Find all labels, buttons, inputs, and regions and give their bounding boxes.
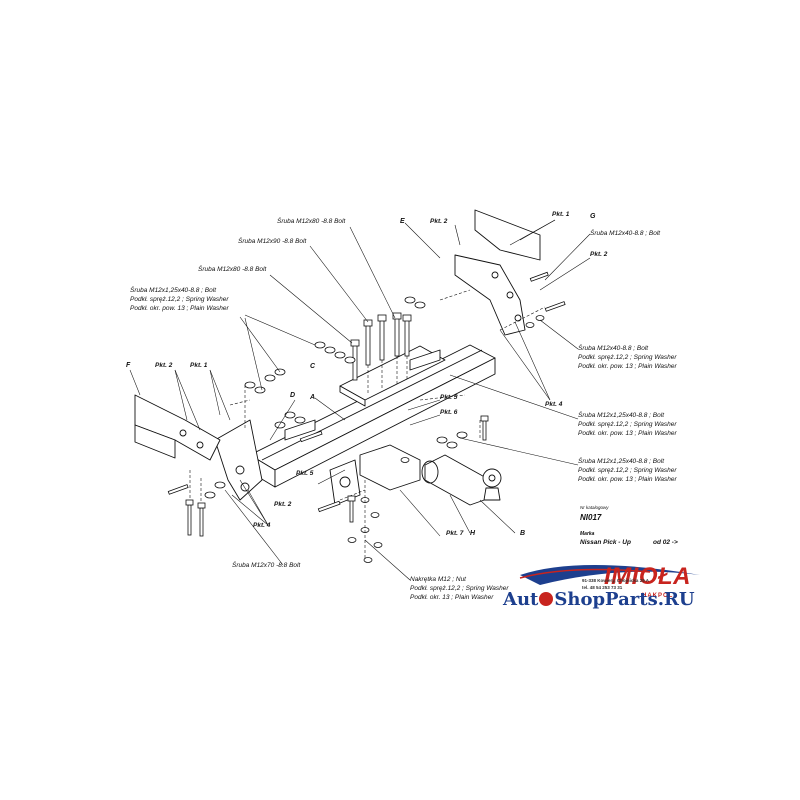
part-letter-g: G xyxy=(590,213,596,220)
label-right-group1-plain-washer: Podkł. okr. pow. 13 ; Plain Washer xyxy=(578,363,677,370)
part-letter-h: H xyxy=(470,530,476,537)
spacer-tube xyxy=(284,349,441,441)
pkt-1-left: Pkt. 1 xyxy=(190,362,208,369)
pkt-5-lower: Pkt. 5 xyxy=(296,470,314,477)
brand-label: Marka xyxy=(580,531,595,537)
label-left-group-bolt: Śruba M12x1,25x40-8.8 ; Bolt xyxy=(130,287,216,294)
watermark-dot-icon xyxy=(539,592,554,606)
label-right-group2-plain-washer: Podkł. okr. pow. 13 ; Plain Washer xyxy=(578,430,677,437)
hakpol-logo-sub: HAKPOL xyxy=(642,593,674,599)
pkt-2-left: Pkt. 2 xyxy=(155,362,173,369)
main-cross-beam xyxy=(249,344,496,488)
company-address: 91-338 Kowiery, Chojnicka 29 A xyxy=(582,578,650,583)
right-frame-plate xyxy=(454,209,541,336)
ball-neck xyxy=(421,454,502,506)
label-right-group3-plain-washer: Podkł. okr. pow. 13 ; Plain Washer xyxy=(578,476,677,483)
vehicle-year: od 02 -> xyxy=(653,539,678,546)
label-right-group3-spring-washer: Podkł. spręż.12,2 ; Spring Washer xyxy=(578,467,677,474)
washers xyxy=(204,296,545,563)
label-right-group1-spring-washer: Podkł. spręż.12,2 ; Spring Washer xyxy=(578,354,677,361)
label-bottom-bolt: Śruba M12x70 -8.8 Bolt xyxy=(232,562,301,569)
part-letter-b: B xyxy=(520,530,526,537)
label-bolt-m12x80-mid: Śruba M12x80 -8.8 Bolt xyxy=(198,266,267,273)
receiver-box xyxy=(359,444,421,491)
article-label: Nr katalogowy xyxy=(580,505,609,510)
part-letter-d: D xyxy=(290,392,296,399)
logo-swoosh xyxy=(519,565,700,585)
label-bolt-m12x90: Śruba M12x90 -8.8 Bolt xyxy=(238,238,307,245)
label-right-group2-bolt: Śruba M12x1,25x40-8.8 ; Bolt xyxy=(578,412,664,419)
part-letter-f: F xyxy=(126,362,131,369)
pkt-2-bottom: Pkt. 2 xyxy=(274,501,292,508)
watermark: Aut ShopParts.RU xyxy=(503,589,695,610)
pkt-2-right: Pkt. 2 xyxy=(590,251,608,258)
part-letter-c: C xyxy=(310,363,316,370)
pkt-7: Pkt. 7 xyxy=(446,530,464,537)
watermark-text: ShopParts.RU xyxy=(554,589,695,610)
horizontal-bolts xyxy=(167,271,566,513)
part-letter-e: E xyxy=(400,218,405,225)
label-nut: Nakrętka M12 ; Nut xyxy=(410,576,466,583)
article-number: NI017 xyxy=(580,513,602,522)
company-phone: tel. 48 54 253 73 31 xyxy=(582,585,623,590)
hakpol-logo: IMIOŁA xyxy=(604,563,691,590)
left-side-bracket xyxy=(214,419,263,501)
label-right-group1-bolt: Śruba M12x40-8.8 ; Bolt xyxy=(578,345,649,352)
label-nut-spring-washer: Podkł. spręż.12,2 ; Spring Washer xyxy=(410,585,509,592)
label-bolt-m12x80-top: Śruba M12x80 -8.8 Bolt xyxy=(277,218,346,225)
pkt-6-mid: Pkt. 6 xyxy=(440,409,458,416)
pkt-1-top: Pkt. 1 xyxy=(552,211,570,218)
bolts xyxy=(185,312,489,537)
watermark-prefix: Aut xyxy=(503,589,539,610)
part-letter-a: A xyxy=(310,394,316,401)
left-frame-plate xyxy=(134,394,221,461)
label-right-top-bolt: Śruba M12x40-8.8 ; Bolt xyxy=(590,230,661,237)
assembly-lines xyxy=(189,289,546,560)
pkt-5-mid: Pkt. 5 xyxy=(440,394,458,401)
label-nut-plain-washer: Podkł. okr. 13 ; Plain Washer xyxy=(410,594,494,601)
socket-plate xyxy=(329,459,361,506)
leader-lines xyxy=(129,219,591,581)
label-right-group2-spring-washer: Podkł. spręż.12,2 ; Spring Washer xyxy=(578,421,677,428)
label-right-group3-bolt: Śruba M12x1,25x40-8.8 ; Bolt xyxy=(578,458,664,465)
pkt-2-top: Pkt. 2 xyxy=(430,218,448,225)
vehicle-model: Nissan Pick - Up xyxy=(580,539,631,546)
label-left-group-spring-washer: Podkł. spręż.12,2 ; Spring Washer xyxy=(130,296,229,303)
label-left-group-plain-washer: Podkł. okr. pow. 13 ; Plain Washer xyxy=(130,305,229,312)
pkt-4-left: Pkt. 4 xyxy=(253,522,271,529)
pkt-4-right: Pkt. 4 xyxy=(545,401,563,408)
